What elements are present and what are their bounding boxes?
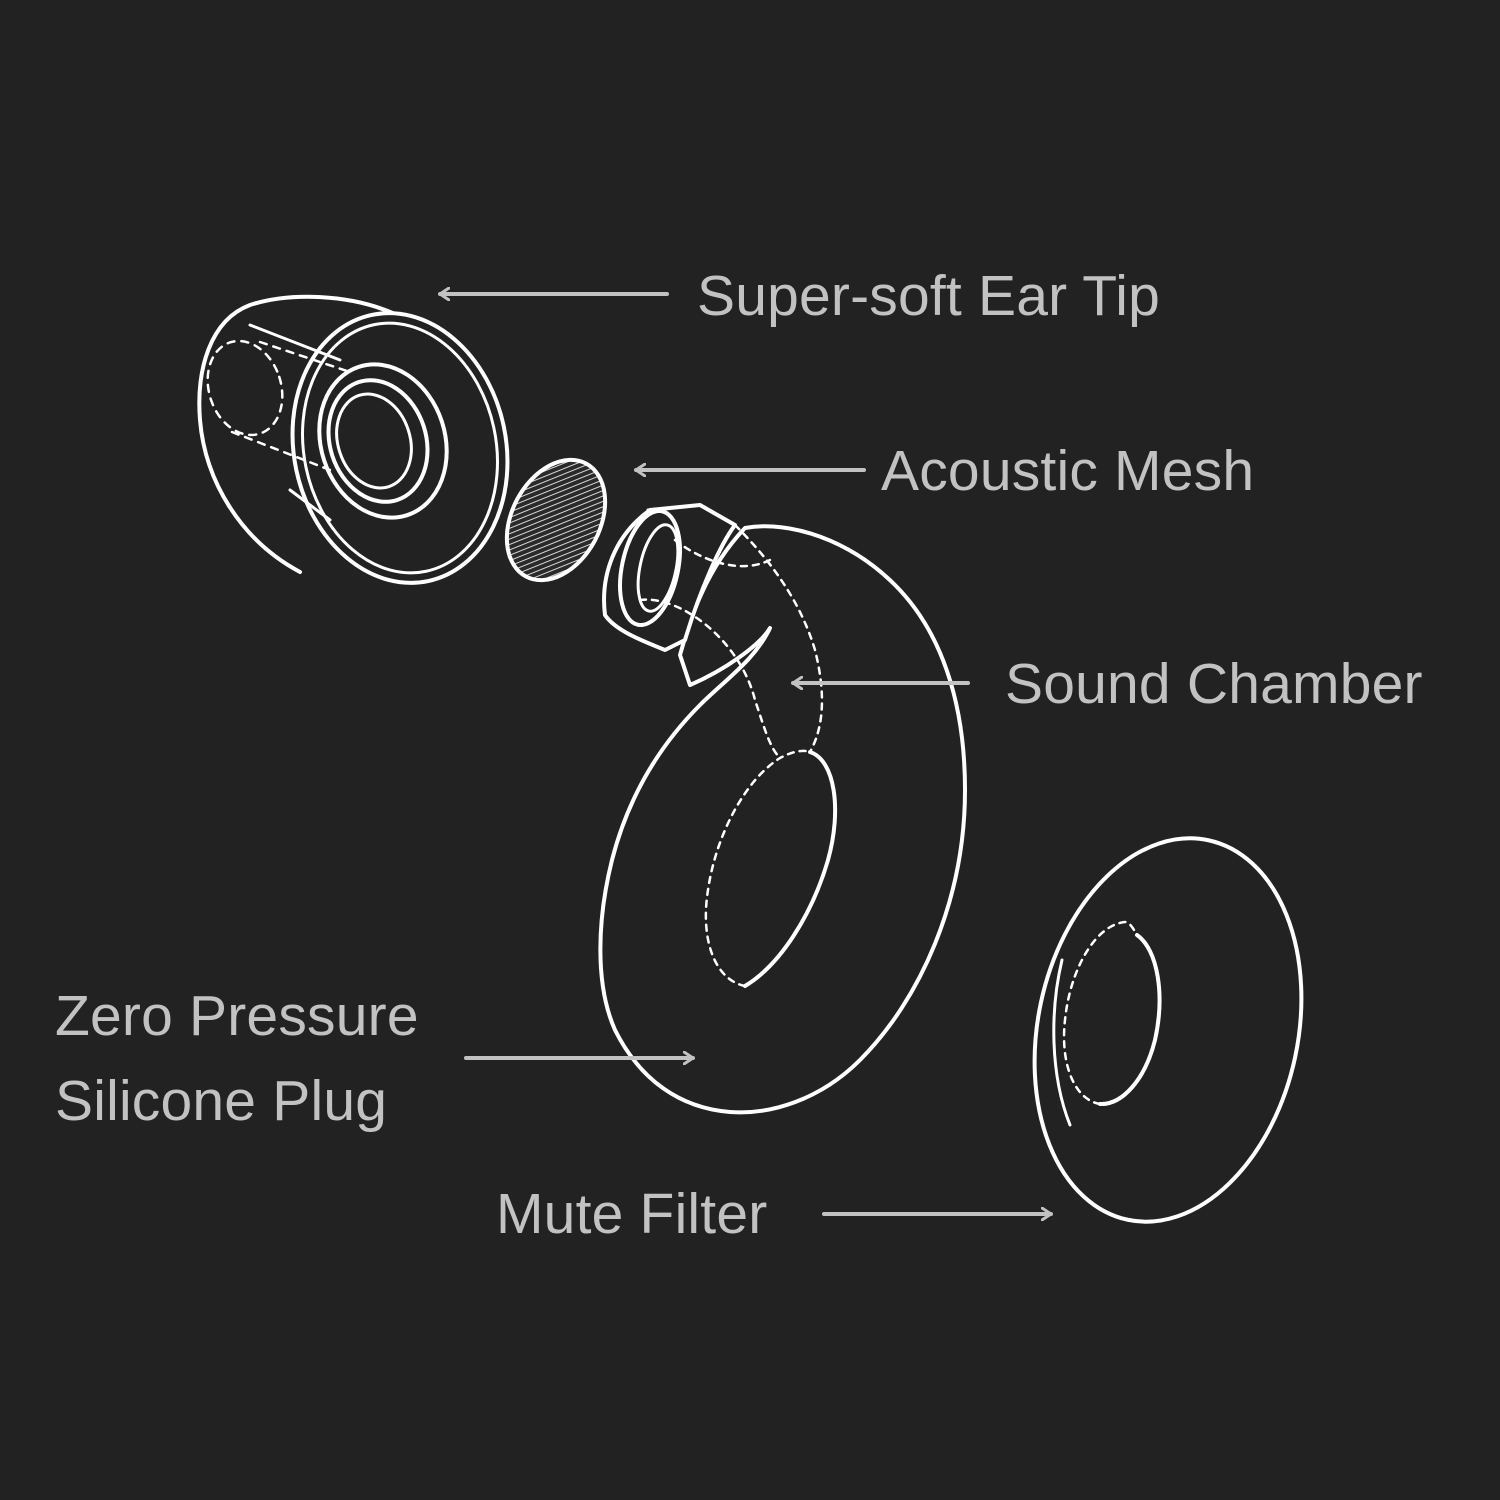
- silicone-plug-illustration: [598, 503, 967, 1115]
- silicone-plug-label-line2: Silicone Plug: [55, 1069, 388, 1133]
- acoustic-mesh-illustration: [504, 457, 608, 583]
- silicone-plug-label-line1: Zero Pressure: [55, 984, 419, 1048]
- acoustic-mesh-label: Acoustic Mesh: [881, 439, 1255, 503]
- ear-tip-label: Super-soft Ear Tip: [697, 264, 1160, 328]
- ear-tip-illustration: [197, 294, 510, 585]
- mute-filter-label: Mute Filter: [496, 1182, 768, 1246]
- sound-chamber-label: Sound Chamber: [1005, 652, 1423, 716]
- mute-filter-illustration: [1032, 836, 1304, 1224]
